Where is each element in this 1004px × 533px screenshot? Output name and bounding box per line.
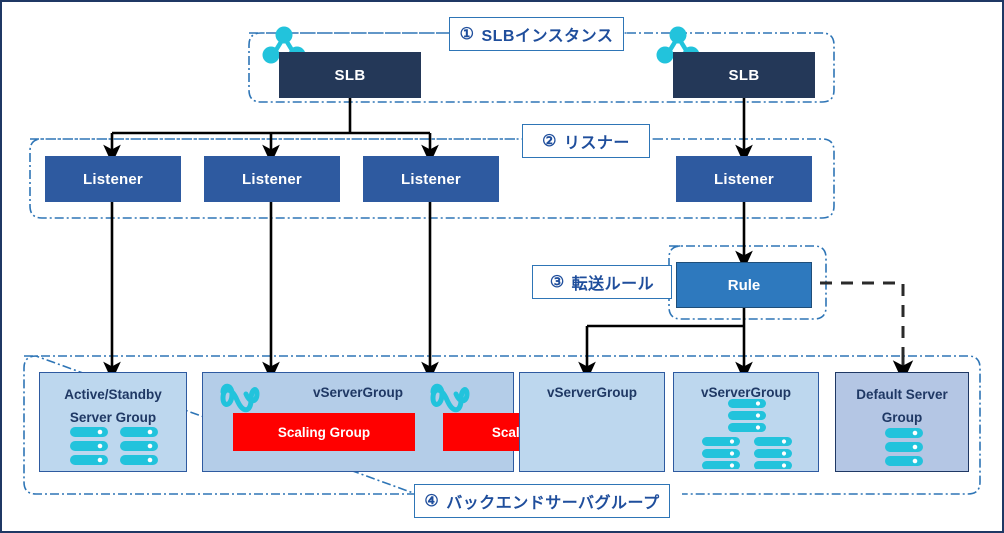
backend-group-title-line1: Default Server [856,387,948,402]
section-number: ② [542,133,557,150]
rule-box-1[interactable]: Rule [676,262,812,308]
slb-box-label: SLB [728,66,760,84]
section-label-slb-instance: ① SLBインスタンス [449,17,624,51]
listener-box-1[interactable]: Listener [45,156,181,202]
listener-box-label: Listener [714,170,774,188]
listener-box-3[interactable]: Listener [363,156,499,202]
backend-group-title: vServerGroup [312,385,404,400]
server-rack-icon [702,399,792,469]
section-label-forward-rule: ③ 転送ルール [532,265,672,299]
listener-box-label: Listener [401,170,461,188]
server-rack-icon [885,428,923,466]
slb-box-1[interactable]: SLB [279,52,421,98]
connector-rule-to-vservergroups [578,308,753,381]
section-number: ① [459,26,475,43]
section-label-backend-group: ④ バックエンドサーバグループ [414,484,670,518]
section-label-text: 転送ルール [571,276,655,293]
listener-box-4[interactable]: Listener [676,156,812,202]
backend-group-default[interactable]: Default Server Group [835,372,969,472]
section-label-text: SLBインスタンス [481,28,614,45]
backend-group-title-line2: Server Group [69,410,157,425]
scaling-wave-icon [430,383,470,413]
scaling-group-label: Scaling Group [277,424,371,440]
backend-group-title: vServerGroup [700,385,792,400]
scaling-wave-icon [220,383,260,413]
slb-box-2[interactable]: SLB [673,52,815,98]
listener-box-2[interactable]: Listener [204,156,340,202]
connector-rule-to-default-group [820,281,905,362]
backend-group-active-standby[interactable]: Active/Standby Server Group [39,372,187,472]
listener-box-label: Listener [242,170,302,188]
listener-box-label: Listener [83,170,143,188]
section-label-text: バックエンドサーバグループ [446,495,660,512]
section-label-listener: ② リスナー [522,124,650,158]
connector-listeners-to-backends [103,202,439,381]
backend-group-title-line1: Active/Standby [64,387,162,402]
server-rack-icon [70,427,158,465]
section-number: ③ [549,274,565,291]
section-number: ④ [424,493,440,510]
scaling-group-box-1[interactable]: Scaling Group [233,413,415,451]
connector-slb1-to-listeners [103,98,439,164]
backend-group-vservergroup-plain[interactable]: vServerGroup [519,372,665,472]
backend-group-title-line2: Group [881,410,923,425]
rule-box-label: Rule [727,276,761,294]
backend-group-vservergroup-servers[interactable]: vServerGroup [673,372,819,472]
backend-group-title: vServerGroup [546,385,638,400]
section-label-text: リスナー [563,135,630,152]
slb-box-label: SLB [334,66,366,84]
